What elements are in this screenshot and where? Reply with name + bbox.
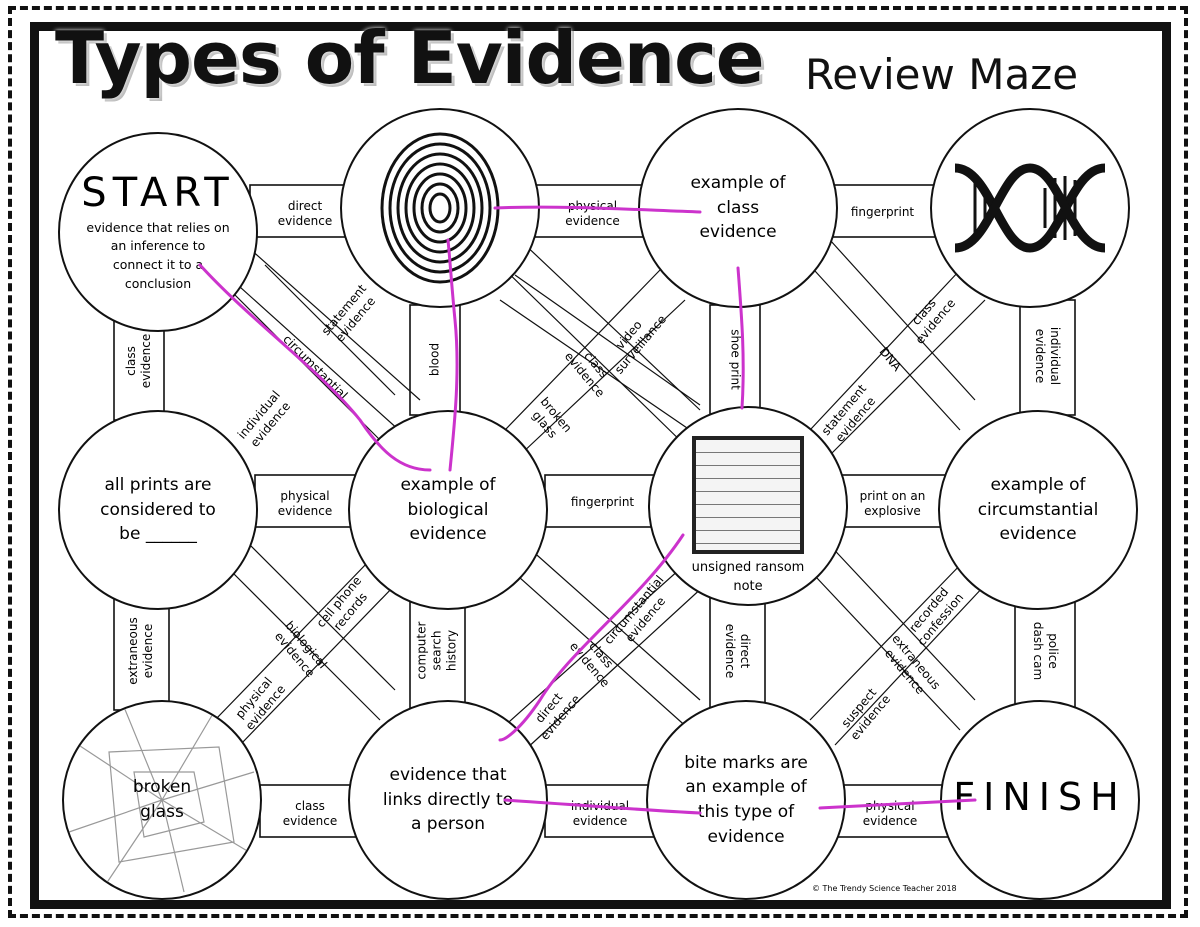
node-start: START evidence that relies on an inferen… <box>58 132 258 332</box>
biological-clue: example of biological evidence <box>400 475 496 545</box>
path-label: police dash cam <box>1031 621 1060 681</box>
handwritten-note-icon <box>692 435 804 554</box>
path-label: individual evidence <box>570 799 630 828</box>
start-clue: evidence that relies on an inference to … <box>86 219 230 291</box>
credit-line: © The Trendy Science Teacher 2018 <box>812 884 957 893</box>
fingerprint-icon <box>380 132 500 284</box>
path-label: shoe print <box>728 329 743 390</box>
path-label: direct evidence <box>723 623 752 679</box>
node-all-prints: all prints are considered to be ______ <box>58 410 258 610</box>
path-label: individual evidence <box>1033 326 1062 386</box>
path-label: fingerprint <box>570 495 635 509</box>
path-label: extraneous evidence <box>126 617 155 685</box>
node-broken-glass: broken glass <box>62 700 262 900</box>
node-finish: FINISH <box>940 700 1140 900</box>
class-example-clue: example of class evidence <box>690 173 786 243</box>
path-label: class evidence <box>282 799 338 828</box>
corridor <box>1014 594 1076 711</box>
cracked-glass-icon <box>68 706 255 893</box>
circumstantial-clue: example of circumstantial evidence <box>977 475 1099 545</box>
path-label: physical evidence <box>565 199 620 228</box>
page-subtitle: Review Maze <box>805 50 1079 99</box>
dashed-outer-border <box>8 6 1188 918</box>
path-label: class evidence <box>124 333 153 389</box>
path-label: direct evidence <box>277 199 333 228</box>
start-heading: START <box>81 169 235 216</box>
corridor <box>709 594 766 711</box>
corridor <box>824 184 941 238</box>
corridor <box>409 594 466 711</box>
path-label: computer search history <box>414 621 459 680</box>
all-prints-clue: all prints are considered to be ______ <box>100 475 216 545</box>
node-dna <box>930 108 1130 308</box>
node-bite-marks: bite marks are an example of this type o… <box>646 700 846 900</box>
path-label: blood <box>427 342 442 377</box>
corridor <box>544 474 661 528</box>
bite-marks-clue: bite marks are an example of this type o… <box>684 752 808 847</box>
node-circumstantial: example of circumstantial evidence <box>938 410 1138 610</box>
path-label: fingerprint <box>850 205 915 219</box>
broken-glass-clue: broken glass <box>132 777 192 822</box>
page-title: Types of Evidence <box>55 16 765 100</box>
path-label: physical evidence <box>862 799 918 828</box>
corridor <box>113 594 170 711</box>
node-class-example: example of class evidence <box>638 108 838 308</box>
ransom-caption: unsigned ransom note <box>691 559 805 595</box>
finish-heading: FINISH <box>953 775 1127 820</box>
path-label: print on an explosive <box>859 489 926 518</box>
path-label: physical evidence <box>277 489 333 518</box>
links-person-clue: evidence that links directly to a person <box>382 765 514 835</box>
node-links-person: evidence that links directly to a person <box>348 700 548 900</box>
dna-helix-icon <box>954 163 1106 253</box>
maze-frame <box>30 22 1171 909</box>
